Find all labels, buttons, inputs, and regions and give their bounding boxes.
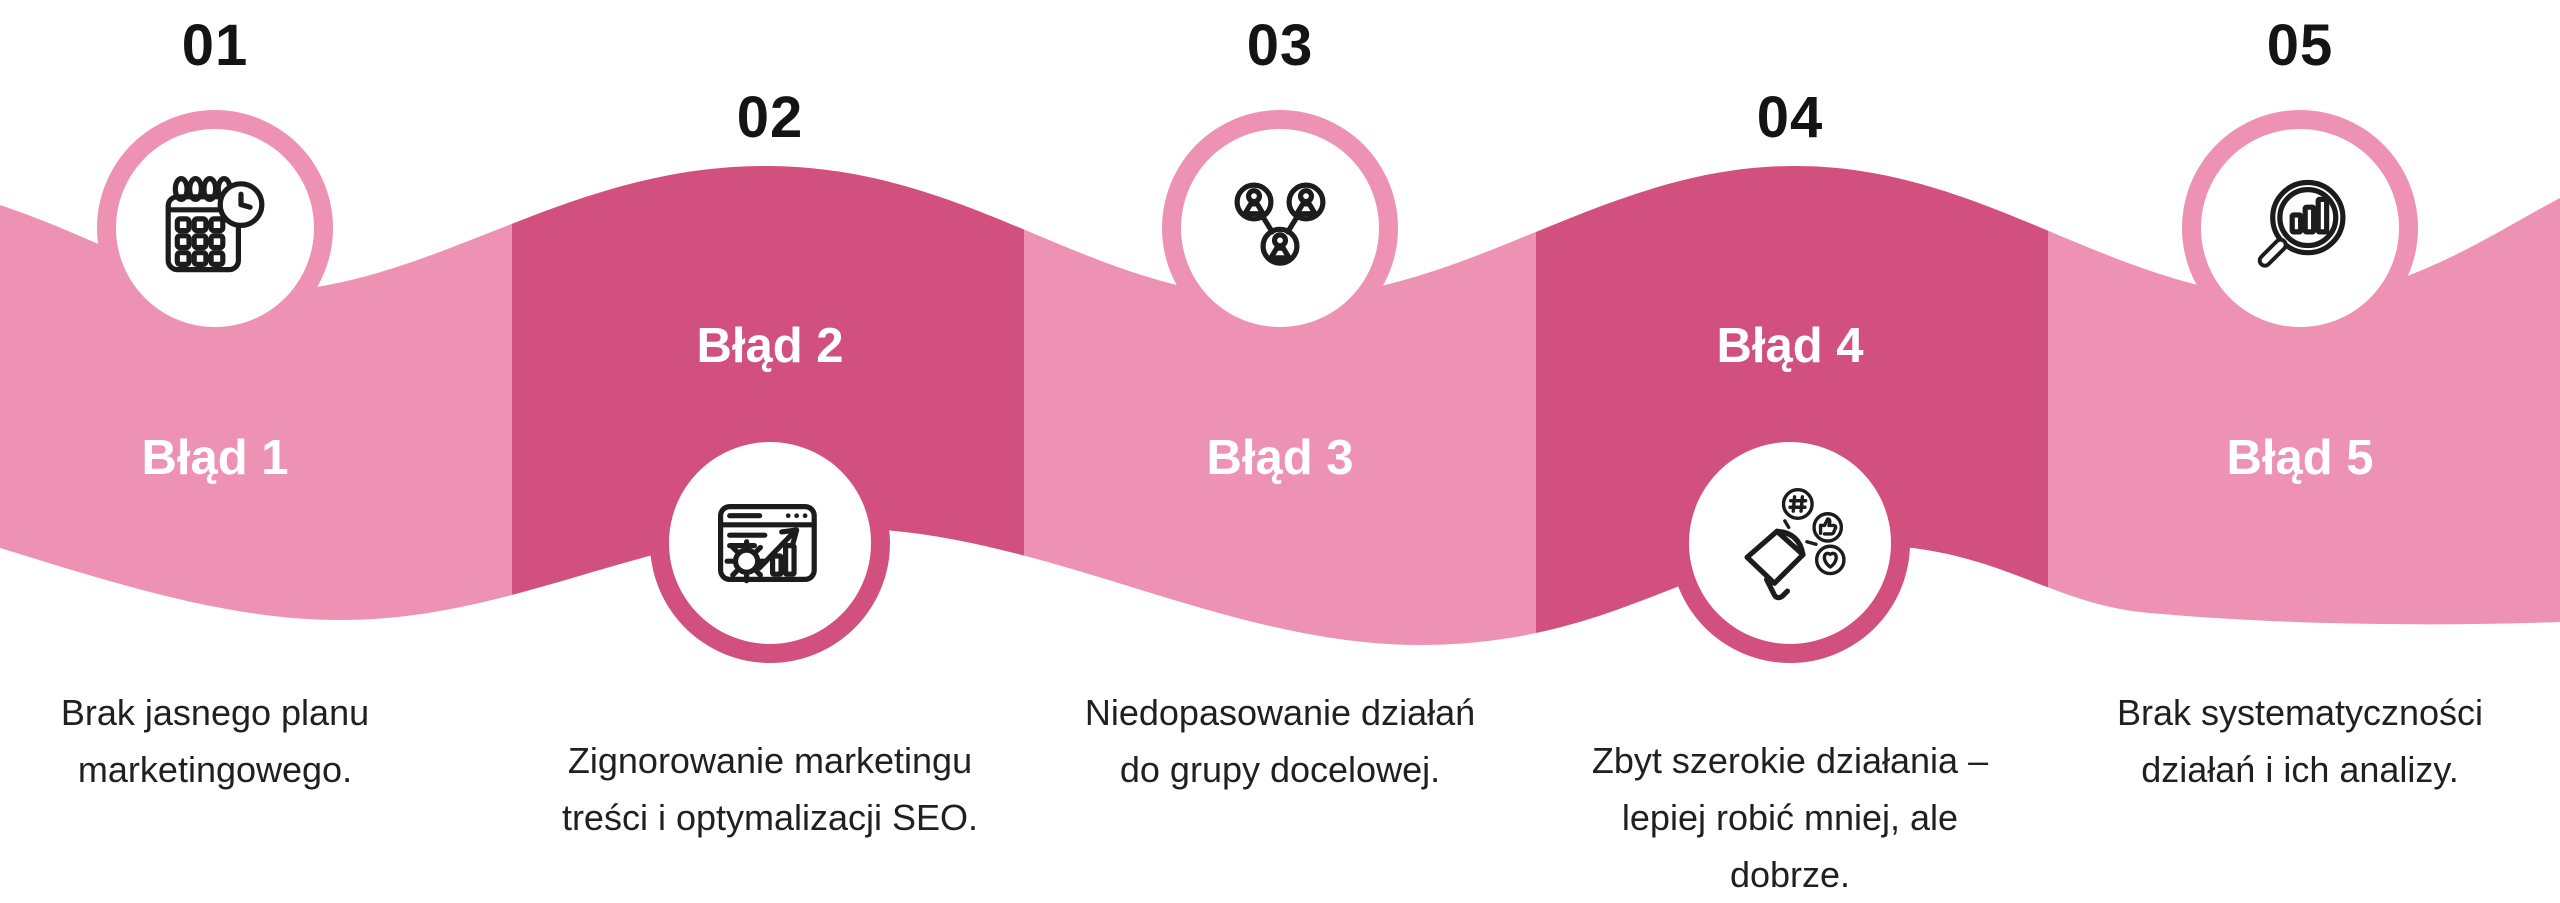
seo-browser-icon	[718, 504, 817, 584]
step-5-description: Brak systematyczności działań i ich anal…	[2116, 692, 2484, 790]
step-5-badge: Błąd 5	[2226, 431, 2374, 485]
magnifier-chart-icon	[2257, 179, 2346, 268]
calendar-clock-icon	[165, 176, 265, 273]
step-2-description: Zignorowanie marketingu treści i optymal…	[561, 740, 979, 838]
step-1-badge: Błąd 1	[141, 431, 289, 485]
step-3-number: 03	[1246, 13, 1314, 78]
step-2-badge: Błąd 2	[696, 319, 844, 373]
step-4-number: 04	[1756, 85, 1824, 150]
step-2-number: 02	[736, 85, 804, 150]
step-3-description: Niedopasowanie działań do grupy docelowe…	[1084, 692, 1476, 790]
step-4-description: Zbyt szerokie działania – lepiej robić m…	[1591, 740, 1989, 895]
megaphone-social-icon	[1744, 488, 1846, 601]
audience-network-icon	[1234, 182, 1326, 266]
step-1-description: Brak jasnego planu marketingowego.	[60, 692, 370, 790]
step-2-circle	[669, 442, 871, 644]
step-4-badge: Błąd 4	[1716, 319, 1864, 373]
step-1-number: 01	[181, 13, 249, 78]
step-5-number: 05	[2266, 13, 2334, 78]
step-3-badge: Błąd 3	[1206, 431, 1354, 485]
